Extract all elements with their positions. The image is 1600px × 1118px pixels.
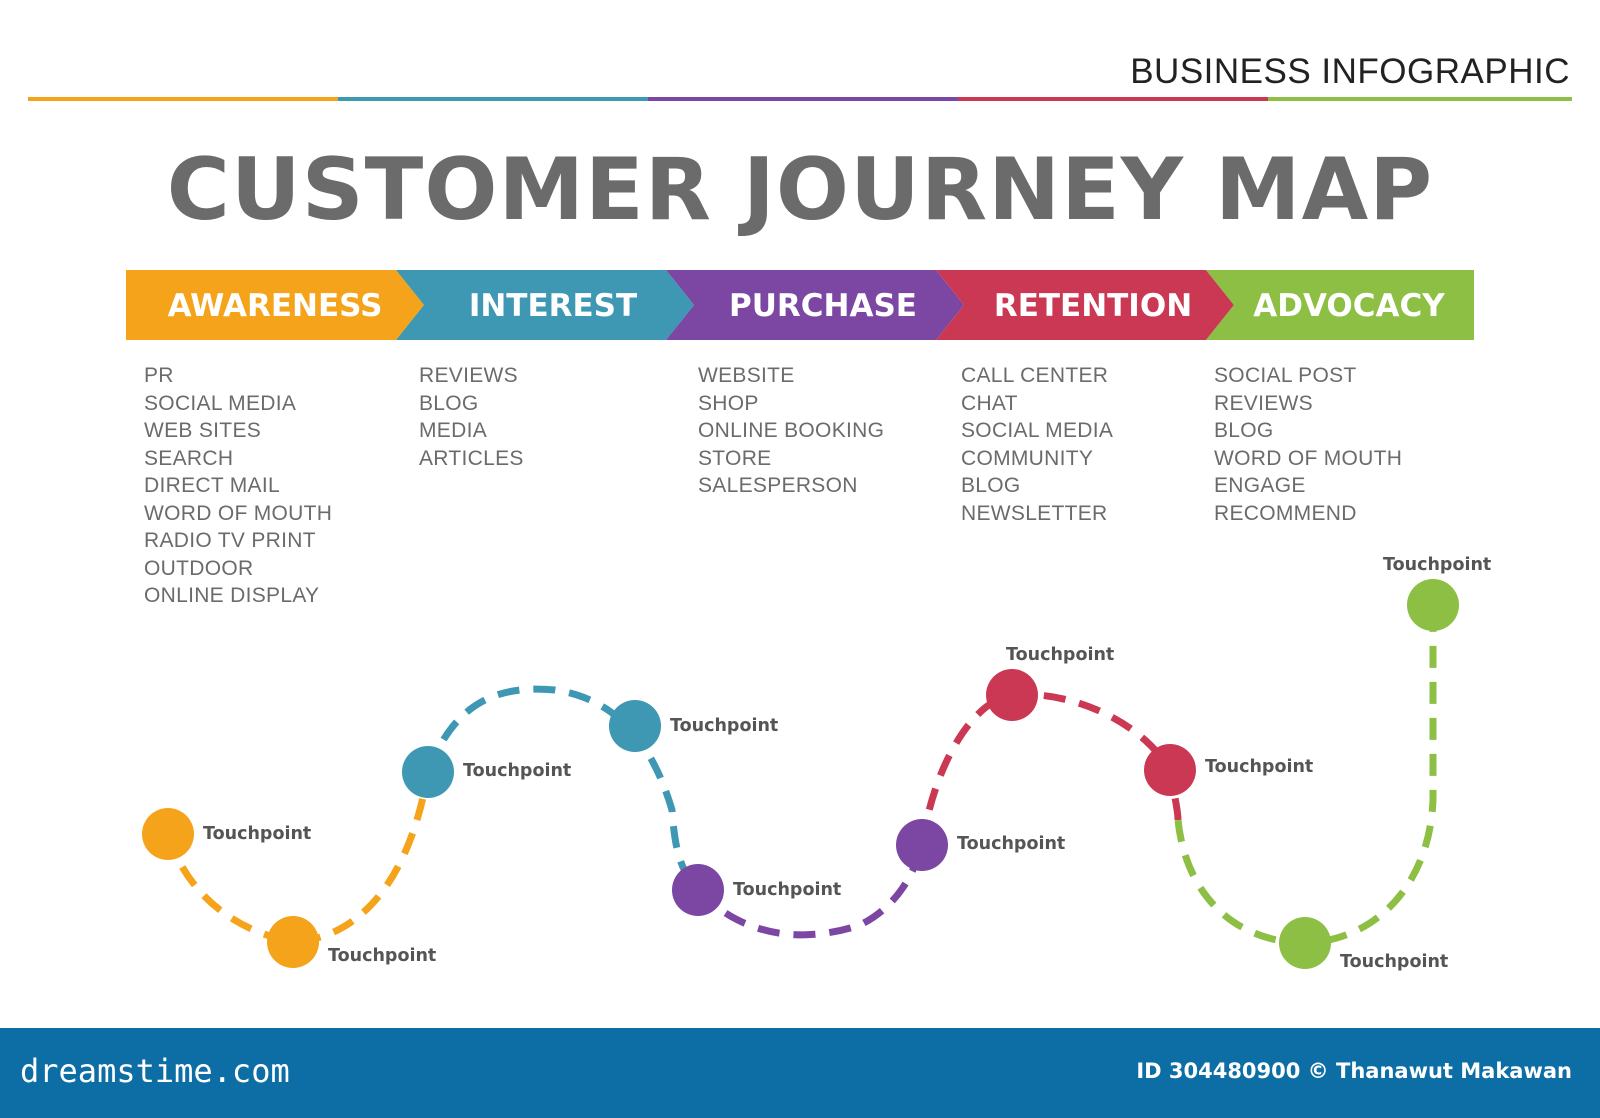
channel-item: ARTICLES — [419, 446, 524, 470]
touchpoint-marker — [142, 808, 194, 860]
touchpoint-label: Touchpoint — [1383, 555, 1492, 575]
channel-item: ONLINE DISPLAY — [144, 584, 320, 607]
channel-item: DIRECT MAIL — [144, 474, 280, 497]
touchpoint-marker — [1279, 917, 1331, 969]
touchpoint-label: Touchpoint — [1006, 645, 1115, 665]
touchpoint-marker — [402, 746, 454, 798]
channel-item: SOCIAL MEDIA — [961, 419, 1114, 442]
touchpoint-marker — [896, 819, 948, 871]
channel-item: BLOG — [1214, 419, 1274, 442]
touchpoint-label: Touchpoint — [1340, 952, 1449, 972]
journey-segment-interest — [424, 685, 701, 893]
channel-item: BLOG — [419, 391, 479, 415]
stage-label-purchase: PURCHASE — [729, 288, 917, 324]
touchpoint-label: Touchpoint — [203, 824, 312, 844]
footer-credit: ID 304480900 © Thanawut Makawan — [1136, 1059, 1572, 1083]
stage-label-retention: RETENTION — [993, 288, 1193, 324]
channel-item: NEWSLETTER — [961, 501, 1108, 525]
touchpoint-marker — [1144, 744, 1196, 796]
stage-label-interest: INTEREST — [468, 288, 638, 324]
channel-item: WORD OF MOUTH — [1214, 446, 1403, 470]
interest-channel-list: REVIEWS BLOG MEDIA ARTICLES — [419, 362, 524, 472]
touchpoint-label: Touchpoint — [1205, 757, 1314, 777]
journey-path — [142, 579, 1459, 969]
touchpoint-label: Touchpoint — [957, 834, 1066, 854]
stage-arrow-awareness — [126, 270, 424, 340]
channel-item: PR — [144, 364, 174, 387]
channel-item: SALESPERSON — [698, 474, 858, 497]
stage-arrow-bar — [126, 270, 1474, 340]
channel-item: SHOP — [698, 391, 759, 415]
stage-arrow-advocacy — [1206, 270, 1474, 340]
channel-item: CHAT — [961, 391, 1018, 415]
channel-item: COMMUNITY — [961, 446, 1094, 470]
journey-segment-awareness — [164, 771, 432, 946]
channel-item: WORD OF MOUTH — [144, 501, 333, 525]
touchpoint-marker — [986, 669, 1038, 721]
channel-item: BLOG — [961, 474, 1021, 497]
channel-item: WEB SITES — [144, 419, 262, 442]
channel-item: RADIO TV PRINT — [144, 529, 316, 552]
channel-item: STORE — [698, 446, 772, 470]
footer-brand-logo[interactable]: dreamstime.com — [20, 1052, 290, 1090]
touchpoint-label: Touchpoint — [733, 880, 842, 900]
channel-item: REVIEWS — [419, 364, 518, 387]
channel-item: SEARCH — [144, 446, 234, 470]
stage-label-awareness: AWARENESS — [167, 288, 383, 324]
channel-item: REVIEWS — [1214, 391, 1313, 415]
touchpoint-marker — [672, 864, 724, 916]
touchpoint-label: Touchpoint — [463, 761, 572, 781]
stage-arrow-purchase — [666, 270, 964, 340]
touchpoint-label: Touchpoint — [328, 946, 437, 966]
advocacy-channel-list: SOCIAL POST REVIEWS BLOG WORD OF MOUTH ENGAG… — [1214, 362, 1402, 527]
channel-item: OUTDOOR — [144, 556, 254, 580]
page-title: CUSTOMER JOURNEY MAP — [166, 140, 1434, 240]
touchpoint-marker — [609, 700, 661, 752]
channel-item: WEBSITE — [698, 364, 795, 387]
touchpoint-marker — [1407, 579, 1459, 631]
channel-item: RECOMMEND — [1214, 501, 1357, 525]
channel-item: ONLINE BOOKING — [698, 419, 885, 442]
channel-item: ENGAGE — [1214, 474, 1306, 497]
touchpoint-label: Touchpoint — [670, 716, 779, 736]
awareness-channel-list: PR SOCIAL MEDIA WEB SITES SEARCH DIRECT MAIL… — [144, 362, 332, 610]
channel-item: SOCIAL MEDIA — [144, 391, 297, 415]
stage-label-advocacy: ADVOCACY — [1253, 288, 1445, 324]
journey-segment-retention — [918, 690, 1182, 846]
channel-item: CALL CENTER — [961, 364, 1109, 387]
retention-channel-list: CALL CENTER CHAT SOCIAL MEDIA COMMUNITY BLOG… — [961, 362, 1113, 527]
channel-item: MEDIA — [419, 419, 488, 442]
stage-arrow-interest — [396, 270, 694, 340]
header-title: BUSINESS INFOGRAPHIC — [1130, 52, 1570, 91]
header-color-line — [28, 97, 1572, 101]
journey-segment-purchase — [695, 844, 926, 939]
channel-item: SOCIAL POST — [1214, 364, 1357, 387]
purchase-channel-list: WEBSITE SHOP ONLINE BOOKING STORE SALESPERSO… — [698, 362, 884, 500]
footer-bar: dreamstime.com ID 304480900 © Thanawut M… — [0, 1028, 1600, 1118]
stage-arrow-retention — [936, 270, 1234, 340]
touchpoint-marker — [267, 916, 319, 968]
